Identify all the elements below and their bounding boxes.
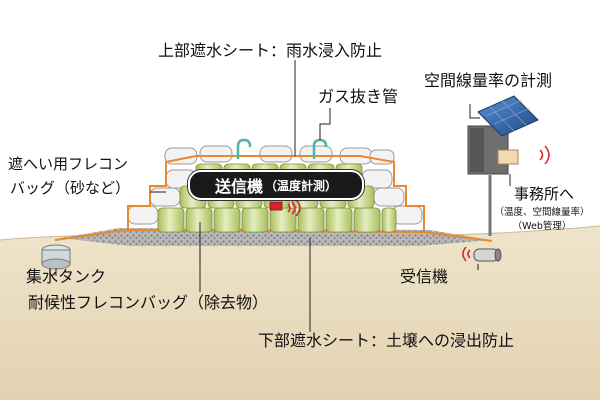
shield-bags-label-line2: バッグ（砂など） [10, 179, 131, 197]
receiver-device-graphic [462, 246, 502, 262]
sender-label: 送信機 （温度計測） [188, 170, 364, 200]
top-sheet-line [127, 155, 425, 232]
bottom-sheet-label: 下部遮水シート：土壌への浸出防止 [258, 331, 515, 350]
air-dose-label: 空間線量率の計測 [424, 71, 553, 90]
office-detail-1: （温度、空間線量率） [494, 207, 590, 218]
water-tank-graphic [41, 244, 71, 270]
leader-lines [55, 60, 511, 332]
sender-device-graphic [269, 199, 301, 217]
office-label: 事務所へ [514, 185, 575, 203]
gas-pipe-label: ガス抜き管 [318, 87, 399, 106]
durable-bags-label: 耐候性フレコンバッグ（除去物） [28, 293, 269, 312]
sender-sub-label: （温度計測） [265, 178, 338, 193]
water-tank-label: 集水タンク [26, 267, 107, 286]
shield-bags-label-line1: 遮へい用フレコン [8, 155, 129, 173]
sender-main-label: 送信機 [214, 177, 263, 196]
ground [0, 226, 600, 400]
receiver-label: 受信機 [400, 267, 449, 286]
office-detail-2: （Web管理） [512, 221, 572, 232]
monitoring-station-graphic [467, 95, 550, 236]
top-sheet-label: 上部遮水シート：雨水浸入防止 [158, 41, 383, 60]
